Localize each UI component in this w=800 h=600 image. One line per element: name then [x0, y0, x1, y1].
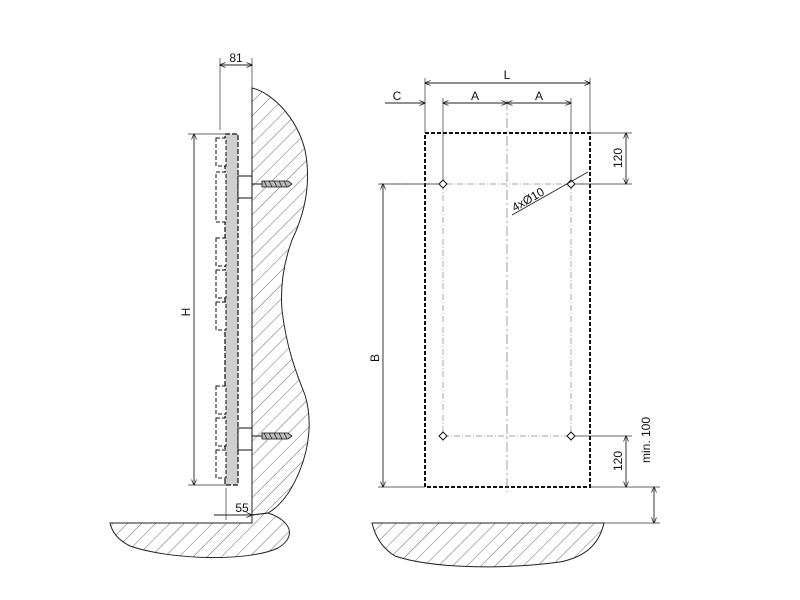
- side-view: 81 H 55: [109, 51, 310, 559]
- radiator-tubes: [215, 137, 227, 479]
- hole-leader: 4xØ10: [509, 171, 589, 216]
- dim-120-bottom-label: 120: [611, 451, 625, 471]
- dim-55-label: 55: [235, 501, 249, 515]
- dim-81-label: 81: [229, 51, 243, 65]
- dim-a-left-label: A: [471, 89, 479, 103]
- radiator-panel-side: [224, 133, 239, 486]
- floor-section-right: [371, 522, 605, 568]
- dimension-81: 81: [220, 51, 252, 130]
- hole-top-left: [438, 179, 448, 189]
- hole-bottom-right: [566, 431, 576, 441]
- hole-bottom-left: [438, 431, 448, 441]
- dimension-min-100: min. 100: [604, 417, 660, 523]
- dim-b-label: B: [368, 354, 382, 362]
- dimension-120-top: 120: [575, 133, 632, 184]
- upper-bracket: [237, 175, 293, 199]
- radiator-outline-front: [424, 132, 591, 488]
- dim-a-right-label: A: [535, 89, 543, 103]
- dimension-l: L: [425, 68, 590, 133]
- floor-section-left: [109, 512, 290, 559]
- dim-min-100-label: min. 100: [639, 417, 653, 463]
- lower-bracket: [237, 427, 293, 451]
- front-view: L C A A 4xØ10 120: [368, 68, 660, 568]
- dim-h-label: H: [179, 308, 193, 317]
- wall-section: [251, 87, 310, 516]
- dim-l-label: L: [504, 68, 511, 82]
- dimension-c-a-a: C A A: [385, 89, 571, 180]
- dim-120-top-label: 120: [611, 148, 625, 168]
- dimension-120-bottom: 120: [575, 436, 660, 487]
- dim-c-label: C: [393, 89, 402, 103]
- dimension-b: B: [368, 184, 440, 487]
- dim-holes-label: 4xØ10: [509, 184, 547, 214]
- dimension-55: 55: [214, 488, 252, 520]
- dimension-h: H: [179, 134, 226, 485]
- mounting-grid: [380, 183, 600, 437]
